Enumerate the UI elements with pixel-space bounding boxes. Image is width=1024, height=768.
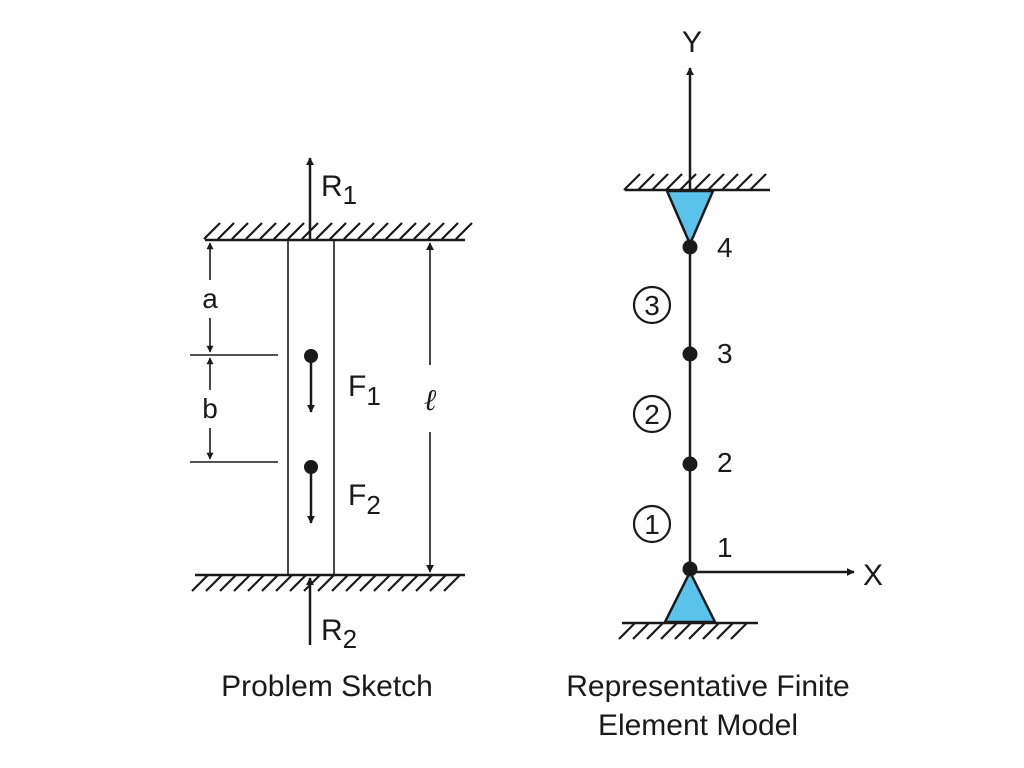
node-1 [682, 561, 698, 577]
hatch-mark [455, 222, 473, 240]
hatch-mark [289, 574, 307, 592]
hatch-mark [693, 173, 711, 191]
reaction-top-label: R1 [321, 170, 357, 210]
hatch-mark [646, 622, 664, 640]
hatch-mark [387, 574, 405, 592]
force2-point [304, 460, 318, 474]
fem-model: Y X 1 2 3 4 1 2 3 [566, 26, 883, 742]
hatch-mark [371, 222, 389, 240]
hatch-mark [205, 574, 223, 592]
hatch-mark [707, 173, 725, 191]
hatch-mark [343, 222, 361, 240]
hatch-mark [637, 173, 655, 191]
hatch-mark [303, 574, 321, 592]
dim-a-label: a [202, 283, 218, 314]
hatch-mark [735, 173, 753, 191]
node-2-label: 2 [717, 447, 733, 478]
node-3 [682, 346, 698, 362]
x-axis-label: X [863, 559, 883, 592]
y-axis-label: Y [682, 26, 702, 59]
hatch-mark [317, 574, 335, 592]
hatch-mark [273, 222, 291, 240]
bottom-wall [191, 573, 465, 592]
element-2-circle [632, 394, 672, 434]
hatch-mark [345, 574, 363, 592]
hatch-mark [315, 222, 333, 240]
node-2 [682, 456, 698, 472]
hatch-mark [688, 622, 706, 640]
hatch-mark [632, 622, 650, 640]
force1-label: F1 [348, 370, 381, 411]
fem-caption-line2: Element Model [598, 709, 798, 742]
element-2-label: 2 [644, 399, 660, 430]
hatch-mark [217, 222, 235, 240]
problem-sketch: R1 R2 a b ℓ F1 F2 Problem Sketch [190, 157, 473, 703]
hatch-mark [749, 173, 767, 191]
bottom-ground [618, 621, 758, 640]
force1-point [304, 349, 318, 363]
hatch-mark [623, 173, 641, 191]
fem-caption-line1: Representative Finite [566, 670, 849, 703]
hatch-mark [730, 622, 748, 640]
hatch-mark [427, 222, 445, 240]
hatch-mark [385, 222, 403, 240]
hatch-mark [618, 622, 636, 640]
hatch-mark [702, 622, 720, 640]
hatch-mark [429, 574, 447, 592]
length-label: ℓ [424, 383, 437, 418]
hatch-mark [245, 222, 263, 240]
hatch-mark [415, 574, 433, 592]
hatch-mark [399, 222, 417, 240]
element-1-circle [632, 504, 672, 544]
hatch-mark [203, 222, 221, 240]
top-ground [623, 173, 770, 192]
hatch-mark [275, 574, 293, 592]
node-3-label: 3 [717, 338, 733, 369]
hatch-mark [329, 222, 347, 240]
hatch-mark [401, 574, 419, 592]
hatch-mark [674, 622, 692, 640]
force2-label: F2 [348, 479, 381, 520]
hatch-mark [191, 574, 209, 592]
element-1-label: 1 [644, 509, 660, 540]
hatch-mark [287, 222, 305, 240]
hatch-mark [651, 173, 669, 191]
top-support-triangle [665, 189, 715, 248]
top-wall [203, 222, 473, 242]
hatch-mark [443, 574, 461, 592]
hatch-mark [261, 574, 279, 592]
dim-b-label: b [202, 393, 218, 424]
hatch-mark [233, 574, 251, 592]
hatch-mark [413, 222, 431, 240]
hatch-mark [373, 574, 391, 592]
hatch-mark [247, 574, 265, 592]
hatch-mark [331, 574, 349, 592]
hatch-mark [441, 222, 459, 240]
hatch-mark [660, 622, 678, 640]
hatch-mark [679, 173, 697, 191]
reaction-bottom-label: R2 [321, 614, 357, 654]
bottom-support-triangle [662, 569, 718, 624]
hatch-mark [721, 173, 739, 191]
hatch-mark [716, 622, 734, 640]
node-4-label: 4 [717, 232, 733, 263]
element-3-label: 3 [644, 290, 660, 321]
hatch-mark [357, 222, 375, 240]
hatch-mark [665, 173, 683, 191]
hatch-mark [219, 574, 237, 592]
hatch-mark [259, 222, 277, 240]
node-4 [682, 239, 698, 255]
element-3-circle [632, 285, 672, 325]
hatch-mark [231, 222, 249, 240]
hatch-mark [359, 574, 377, 592]
node-1-label: 1 [717, 532, 733, 563]
problem-sketch-caption: Problem Sketch [221, 670, 433, 703]
